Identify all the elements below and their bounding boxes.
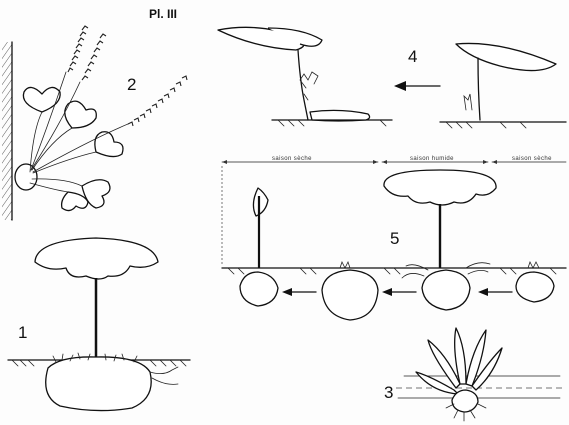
season-label-wet: saison humide	[410, 156, 454, 162]
tuber	[46, 357, 151, 411]
arrow-head	[394, 81, 406, 91]
petiole	[30, 112, 42, 172]
flower-spike	[68, 26, 88, 72]
tuber	[240, 272, 278, 306]
ground-hatch	[446, 122, 526, 128]
flower-spike	[128, 76, 187, 126]
heart-leaf	[65, 101, 96, 128]
seedling-stem	[478, 58, 480, 120]
petiole	[32, 128, 72, 170]
lance-leaf	[456, 43, 556, 70]
young-leaf	[253, 188, 268, 216]
heart-leaf	[95, 132, 123, 157]
tuber	[516, 272, 554, 302]
season-label-dry-2: saison sèche	[512, 156, 552, 162]
season-label-dry: saison sèche	[272, 156, 312, 162]
petiole	[32, 179, 82, 186]
figure-2-flowering-plant: 2	[2, 26, 187, 220]
tuber	[452, 390, 478, 412]
figure-1-number: 1	[18, 323, 27, 342]
figure-5-seasonal-cycle: saison sèche saison humide saison sèche …	[222, 156, 566, 320]
buds	[340, 262, 350, 268]
wall-hatching	[2, 42, 12, 220]
roots	[150, 367, 178, 384]
flower-spike	[82, 34, 106, 80]
tuber	[322, 270, 378, 320]
heart-leaf	[23, 87, 60, 112]
figure-2-number: 2	[127, 75, 136, 94]
peltate-leaf	[35, 238, 158, 279]
ground-hatch	[228, 268, 556, 274]
figure-5-number: 5	[390, 229, 399, 248]
arrow-head	[282, 288, 292, 296]
arrow-head	[382, 288, 392, 296]
figure-3-aquatic-plant: 3	[384, 328, 562, 421]
figure-4-number: 4	[408, 47, 417, 66]
buds	[528, 262, 539, 268]
seedling-stem	[298, 50, 308, 120]
arrow-head	[478, 288, 488, 296]
figure-3-number: 3	[384, 383, 393, 402]
plate-title: Pl. III	[149, 7, 177, 21]
tuber	[422, 270, 470, 310]
peltate-leaf	[384, 170, 496, 205]
inflorescence-stalk	[31, 72, 66, 170]
figure-1-large-plant: 1	[8, 238, 190, 411]
figure-4-seedlings: 4	[218, 27, 566, 128]
petiole	[30, 183, 68, 192]
sprouts	[464, 94, 472, 110]
